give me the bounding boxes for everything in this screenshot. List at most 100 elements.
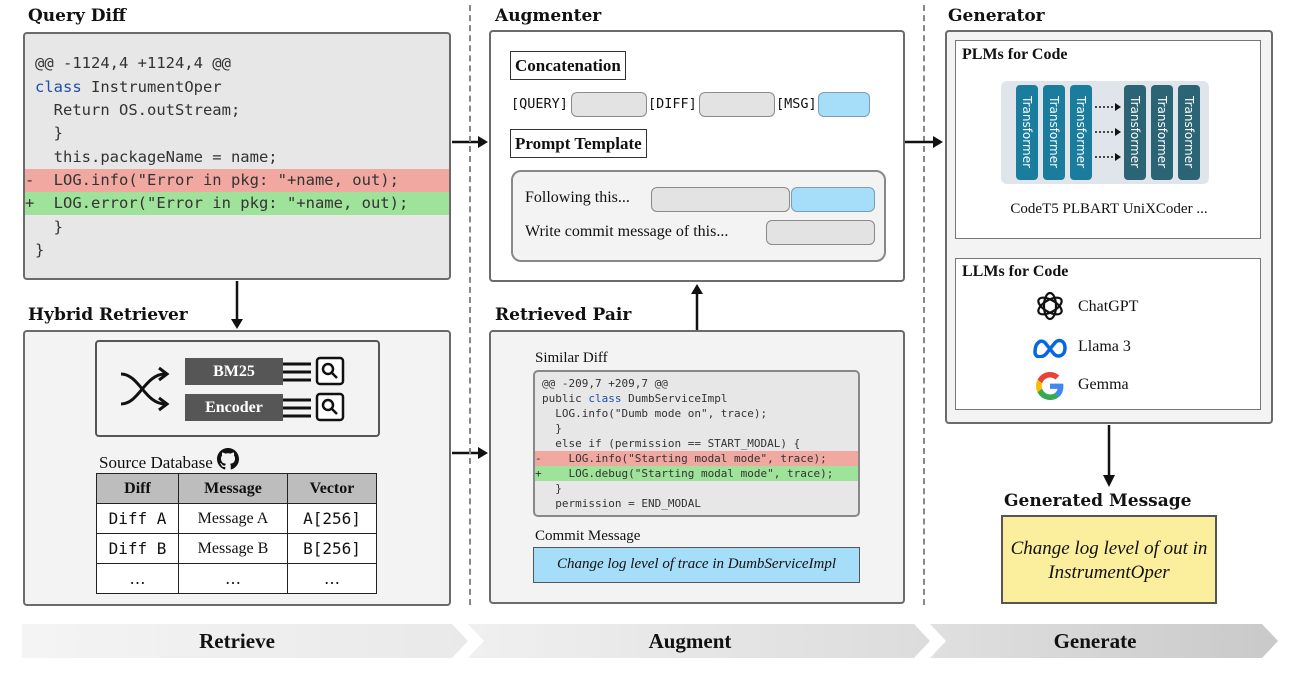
prompt-template-box: Following this... Write commit message o… [511,170,886,262]
bm25-label: BM25 [185,358,283,385]
diff-line-text: LOG.info("Starting modal mode", trace); [542,452,827,465]
diff-line: } [25,122,449,145]
table-row: Diff A Message A A[256] [96,503,377,534]
table-cell: … [287,563,377,594]
shuffle-icon [120,366,170,412]
generated-message-box: Change log level of out in InstrumentOpe… [1001,515,1217,604]
prompt-line: Write commit message of this... [525,223,729,240]
diff-line-text: } [35,218,63,236]
diff-line-text: permission = END_MODAL [542,497,701,510]
table-cell: … [178,563,288,594]
table-header: Vector [287,473,377,504]
table-cell: Message A [178,503,288,534]
meta-icon [1033,338,1067,358]
generated-message-title: Generated Message [1004,491,1192,511]
arrow-down-icon [231,281,243,329]
augmenter-title: Augmenter [495,6,602,26]
generator-title: Generator [948,6,1045,26]
stage-generate: Generate [1053,629,1137,653]
prompt-diff-slot [651,187,790,212]
diff-line: @@ -1124,4 +1124,4 @@ [25,52,449,75]
table-cell: B[256] [287,533,377,564]
github-icon [217,448,240,470]
chatgpt-icon [1037,291,1063,321]
diff-line-text: LOG.debug("Starting modal mode", trace); [542,467,834,480]
source-database-table: Diff Message Vector Diff A Message A A[2… [96,473,377,594]
arrow-up-icon [691,284,703,330]
dotted-arrows-icon [1095,103,1121,161]
plms-title: PLMs for Code [962,46,1068,63]
diff-line-text: } [542,422,562,435]
diff-line-text: LOG.info("Error in pkg: "+name, out); [35,171,399,189]
arrow-right-icon [452,136,488,148]
similar-diff-box: @@ -209,7 +209,7 @@ public class DumbSer… [533,370,860,517]
diff-line-text: } [35,241,45,259]
diff-line-text: InstrumentOper [81,78,222,96]
diff-line: } [25,216,449,239]
diff-line: public class DumbServiceImpl [535,391,858,406]
table-cell: Diff A [96,503,179,534]
transformer-block: Transformer [1178,85,1200,180]
diff-line-text: LOG.info("Dumb mode on", trace); [542,407,768,420]
diff-line: @@ -209,7 +209,7 @@ [535,376,858,391]
commit-message-box: Change log level of trace in DumbService… [533,547,860,583]
diff-line-text: @@ -1124,4 +1124,4 @@ [35,54,231,72]
diff-line-text: } [542,482,562,495]
diff-line-text: Return OS.outStream; [35,101,241,119]
diff-line: else if (permission == START_MODAL) { [535,436,858,451]
diff-prefix: - [25,171,35,189]
list-search-icon [283,392,345,422]
table-header: Diff [96,473,179,504]
prompt-template-title: Prompt Template [510,129,647,158]
arrow-right-icon [905,136,943,148]
hybrid-retriever-title: Hybrid Retriever [28,305,188,325]
stage-banner [22,624,1278,658]
diff-line-text: else if (permission == START_MODAL) { [542,437,801,450]
transformer-block: Transformer [1016,85,1038,180]
encoder-label: Encoder [185,394,283,421]
keyword: class [35,78,82,96]
diff-line: } [25,239,449,262]
query-diff-title: Query Diff [28,6,126,26]
table-cell: Message B [178,533,288,564]
transformer-block: Transformer [1070,85,1092,180]
diff-line-text: DumbServiceImpl [621,392,728,405]
query-token: [QUERY] [511,96,568,112]
commit-message-label: Commit Message [535,528,641,544]
query-diff-panel: @@ -1124,4 +1124,4 @@ class InstrumentOp… [23,32,451,280]
msg-token: [MSG] [776,96,817,112]
diff-line-text: } [35,124,63,142]
diff-line: class InstrumentOper [25,76,449,99]
diff-prefix: - [535,452,542,465]
stage-augment: Augment [648,629,732,653]
list-search-icon [283,356,345,386]
diff-line-deleted: - LOG.info("Starting modal mode", trace)… [535,451,858,466]
table-cell: A[256] [287,503,377,534]
prompt-msg-slot [791,187,875,212]
diff-slot [699,92,775,117]
diff-token: [DIFF] [648,96,697,112]
diff-prefix: + [535,467,542,480]
transformer-block: Transformer [1151,85,1173,180]
plm-models: CodeT5 PLBART UniXCoder ... [1010,201,1208,217]
query-slot [571,92,647,117]
llm-name: Llama 3 [1078,338,1131,355]
diff-prefix: + [25,194,35,212]
diff-line: permission = END_MODAL [535,496,858,511]
column-divider [469,5,471,605]
llms-box: LLMs for Code ChatGPT Llama 3 Gemma [955,258,1261,410]
prompt-line: Following this... [525,189,630,206]
diff-line: LOG.info("Dumb mode on", trace); [535,406,858,421]
table-header: Message [178,473,288,504]
table-row: … … … [96,563,377,594]
table-header-row: Diff Message Vector [96,473,377,504]
diff-line-text: this.packageName = name; [35,148,278,166]
transformer-block: Transformer [1043,85,1065,180]
msg-slot [818,92,870,117]
diff-line-deleted: - LOG.info("Error in pkg: "+name, out); [25,169,449,192]
stage-retrieve: Retrieve [199,629,275,653]
diff-line-text: LOG.error("Error in pkg: "+name, out); [35,194,409,212]
prompt-query-slot [766,220,875,245]
diff-line: Return OS.outStream; [25,99,449,122]
llms-title: LLMs for Code [962,263,1069,280]
